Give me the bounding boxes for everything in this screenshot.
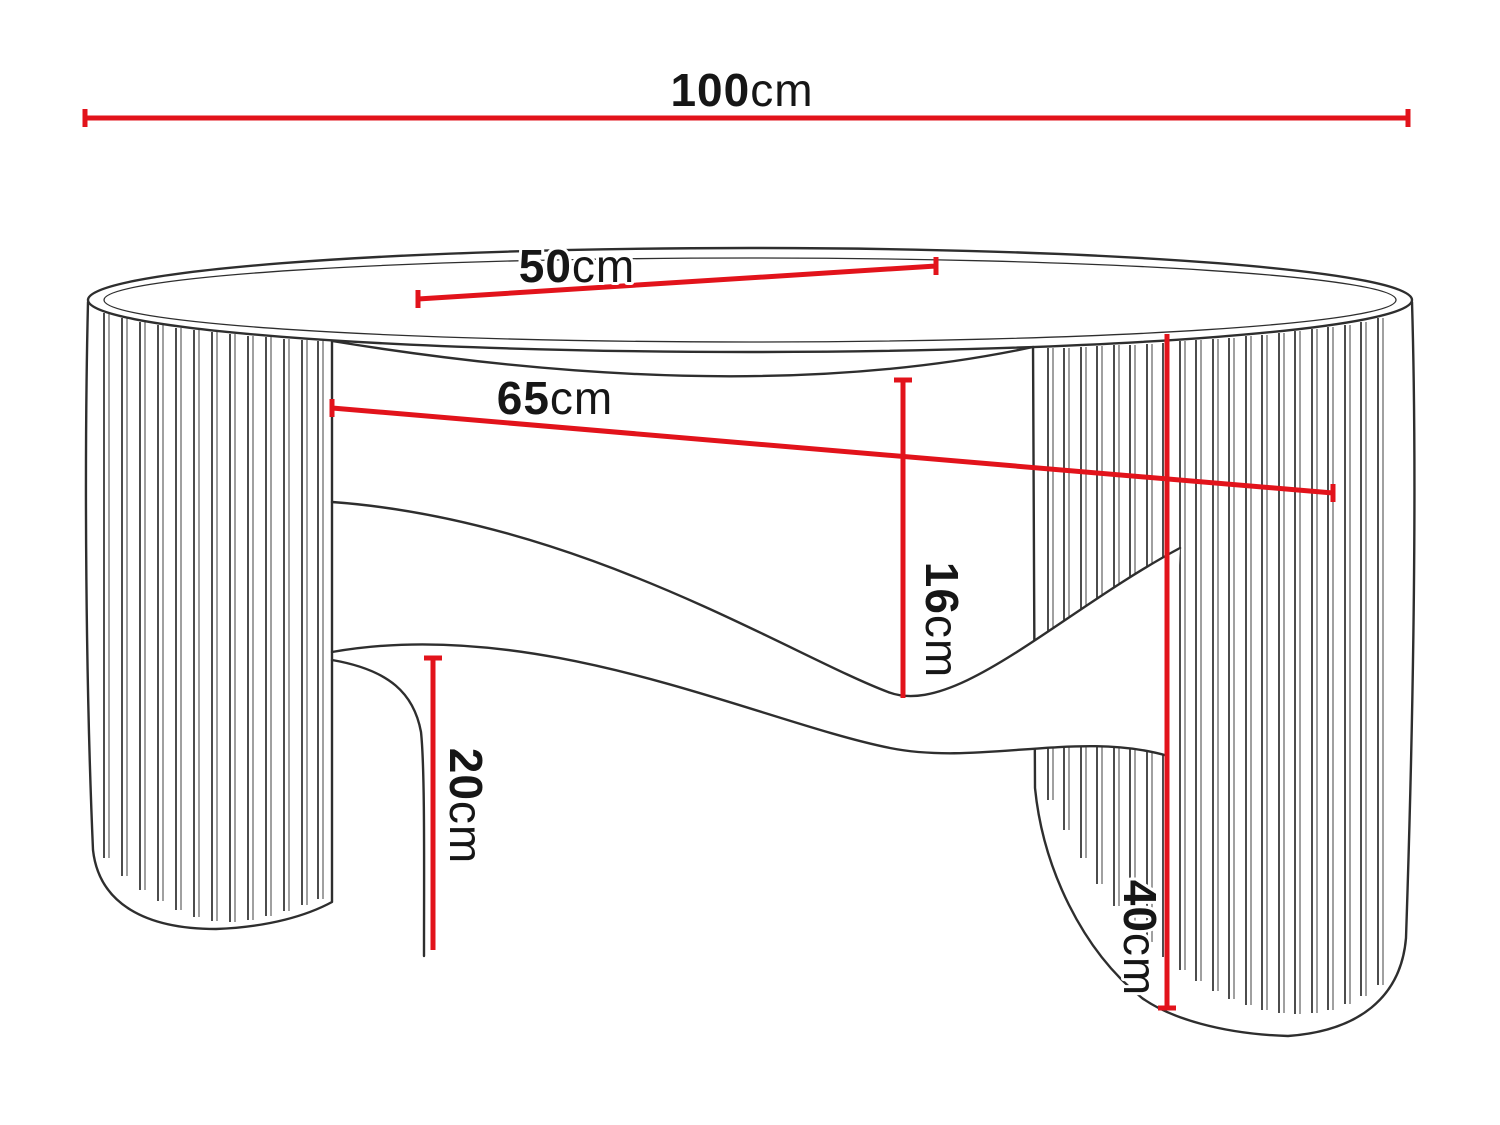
dimension-label-shelf-gap: 16cm (916, 562, 968, 679)
shelf-bottom-edge (330, 643, 1170, 758)
dimension-label-under-shelf: 20cm (440, 748, 492, 865)
tabletop-front-edge (330, 339, 1035, 378)
dimension-line-depth (415, 257, 939, 308)
left-panel-outline (84, 300, 334, 931)
left-panel-fluting (103, 313, 319, 922)
shelf-support-edge (330, 658, 426, 958)
dimension-line-shelf-width (329, 399, 1336, 502)
shelf-top-edge (330, 500, 1182, 698)
dimension-line-width (82, 109, 1411, 127)
dimension-label-depth: 50cm (519, 240, 636, 292)
shelf-surface (332, 502, 1180, 756)
dimension-label-height: 40cm (1114, 880, 1166, 997)
left-panel-fluting-grooves (108, 313, 324, 922)
dimensions: 100cm 50cm 65cm 16cm 20cm 40cm (82, 61, 1411, 1011)
dimension-line-height (1158, 334, 1176, 1011)
tabletop-surface (86, 246, 1414, 354)
dimension-line-under-shelf (424, 655, 442, 950)
dimension-label-width: 100cm (670, 64, 813, 116)
tabletop-inner-rim (103, 257, 1397, 343)
table-drawing (84, 246, 1416, 1038)
dimension-line-shelf-gap (894, 377, 912, 698)
right-panel-outline (1031, 300, 1416, 1038)
dimension-label-shelf-width: 65cm (497, 372, 614, 424)
